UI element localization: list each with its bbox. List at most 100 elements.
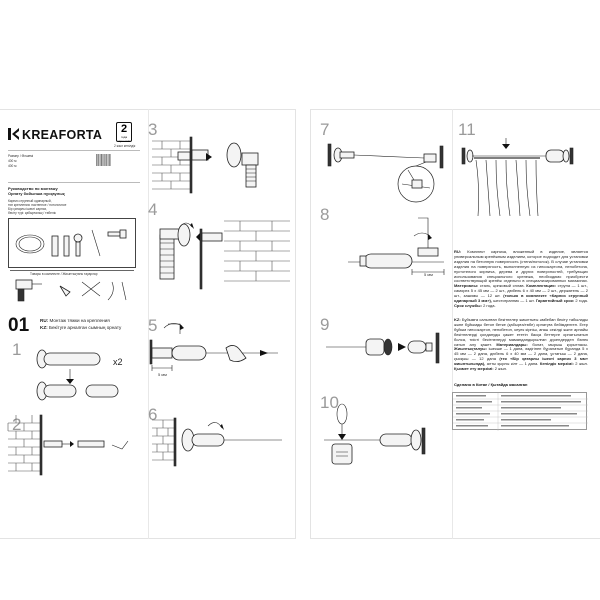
intro-line-2: тип крепления: настенное / потолочное (8, 203, 67, 207)
holder-cap-icon (383, 338, 393, 356)
holder-stem-icon (75, 241, 81, 257)
warranty-years: 2 (120, 123, 128, 135)
arrow-down-icon (502, 144, 510, 149)
holder-cap-icon (85, 384, 119, 398)
screw-icon (159, 234, 175, 280)
brand-name: KREAFORTA (22, 128, 103, 142)
step-number-6: 6 (148, 405, 158, 424)
kit-extra: алты қырлы кілт — 1 дана. (486, 361, 539, 367)
manufacturer-info-table (452, 392, 588, 431)
arrow-left-icon (206, 153, 212, 161)
hex-key-icon (407, 169, 415, 181)
warranty-badge: 2 года гарантии (116, 122, 132, 143)
step-number-7: 7 (320, 120, 330, 139)
materials-value: болат, мырыш қорытпасы. (532, 341, 588, 347)
step-number-10: 10 (320, 393, 339, 412)
size-value-2: 400 м (8, 164, 17, 168)
holder-body-icon (241, 152, 259, 166)
warranty-term-value: 2 года. (575, 298, 589, 304)
table-grid (453, 393, 588, 431)
ru-prefix: RU: (454, 249, 462, 254)
arrow-left-icon (196, 233, 200, 241)
brand-mark-icon (8, 128, 19, 140)
warranty-caption: 2 жыл кепілдік (114, 144, 136, 148)
materials-label: Материалы: (454, 283, 479, 289)
step4-illustration (159, 220, 290, 290)
string-coil-icon (15, 234, 45, 254)
step9-illustration (326, 332, 440, 364)
step-number-3: 3 (148, 120, 158, 139)
step01-ru-text: Монтаж тяжки на крепления (49, 318, 110, 323)
step7-illustration (327, 143, 444, 203)
hex-key-icon (119, 229, 127, 239)
brick-wall-icon (152, 140, 190, 190)
hand-icon (225, 345, 247, 362)
holder-body-icon (171, 345, 207, 361)
drill-handle-icon (17, 288, 25, 302)
rotate-arrow-icon (190, 223, 194, 229)
kz-prefix: KZ: (40, 325, 48, 330)
step01-kz-text: Бекітуге арналған сымның орнату (48, 325, 122, 330)
step1-illustration (36, 349, 119, 401)
screwdriver-alt-icon (107, 281, 114, 301)
brick-wall-icon (224, 220, 290, 282)
dowel-icon (43, 440, 63, 448)
hammer-icon (59, 285, 71, 297)
warranty-term-label: Гарантийный срок: (535, 298, 575, 304)
size-value-1: 400 м (8, 159, 17, 163)
intro-line-3: Бір қатарлы ішекті карниз, (8, 207, 47, 211)
rotate-arrow-icon (220, 424, 224, 430)
holder-body-icon (545, 149, 565, 163)
ru-description: RU: Комплект карниза, вложенный в издели… (454, 249, 589, 309)
kit-note: (только в комплекте «Карниз струнный оди… (454, 293, 588, 304)
step-number-1: 1 (12, 340, 22, 359)
step01-ru: RU: Монтаж тяжки на крепления (40, 318, 110, 323)
materials-value: сталь, цинковый сплав. (479, 283, 525, 289)
rotate-arrow-icon (428, 234, 432, 240)
warranty-term-value: 2 жыл. (575, 361, 588, 367)
materials-label: Материалдары: (496, 341, 528, 347)
arrow-right-icon (260, 350, 268, 356)
step10-illustration (324, 403, 426, 465)
step-number-4: 4 (148, 200, 158, 219)
warranty-label: года гарантии (117, 135, 131, 143)
step-number-5: 5 (148, 316, 158, 335)
quantity-label: x2 (113, 357, 123, 367)
made-in-label: Сделано в Китае / Қытайда жасалған (454, 382, 528, 387)
size-label: Размер / Өлшемі (8, 154, 34, 158)
pencil-icon (121, 281, 127, 301)
curtain-clip-icon (331, 443, 353, 465)
dimension-label: 5 мм (424, 272, 433, 277)
title-ru: Руководство по монтажу (8, 186, 58, 191)
arrow-right-icon (70, 441, 74, 447)
tools-illustration (15, 279, 127, 302)
brick-wall-icon (7, 415, 40, 472)
ru-text: Комплект карниза, вложенный в изделие, я… (454, 249, 588, 284)
step-number-9: 9 (320, 315, 330, 334)
service-life-value: 2 жыл. (494, 366, 508, 372)
brick-wall-icon (152, 419, 174, 461)
kz-text: Бұйымға салынған бекітпелер жиынтығы әмб… (454, 317, 588, 347)
service-life-label: Срок службы: (454, 302, 482, 308)
kit-label: Жиынтықталуы: (454, 346, 487, 352)
arrow-down-icon (66, 379, 74, 384)
string-line (353, 154, 425, 159)
kz-description: KZ: Бұйымға салынған бекітпелер жиынтығы… (454, 317, 588, 372)
step8-illustration (348, 217, 445, 275)
dowel-icon (77, 440, 105, 448)
clip-ring-icon (336, 403, 348, 425)
step2-illustration (7, 414, 129, 476)
step-number-11: 11 (458, 120, 476, 139)
screwdriver-icon (91, 229, 101, 257)
step01-kz: KZ: Бекітуге арналған сымның орнату (40, 325, 121, 330)
left-fold-line (148, 109, 149, 539)
rotate-arrow-icon (180, 324, 184, 330)
step5-illustration (149, 323, 278, 371)
divider (10, 270, 134, 271)
holder-body-icon (339, 151, 355, 159)
step-number-2: 2 (12, 415, 22, 434)
holder-head-icon (410, 429, 422, 451)
service-life-label: Қызмет ету мерзімі: (454, 366, 494, 372)
holder-icon (73, 233, 83, 243)
kit-illustration (15, 229, 127, 257)
